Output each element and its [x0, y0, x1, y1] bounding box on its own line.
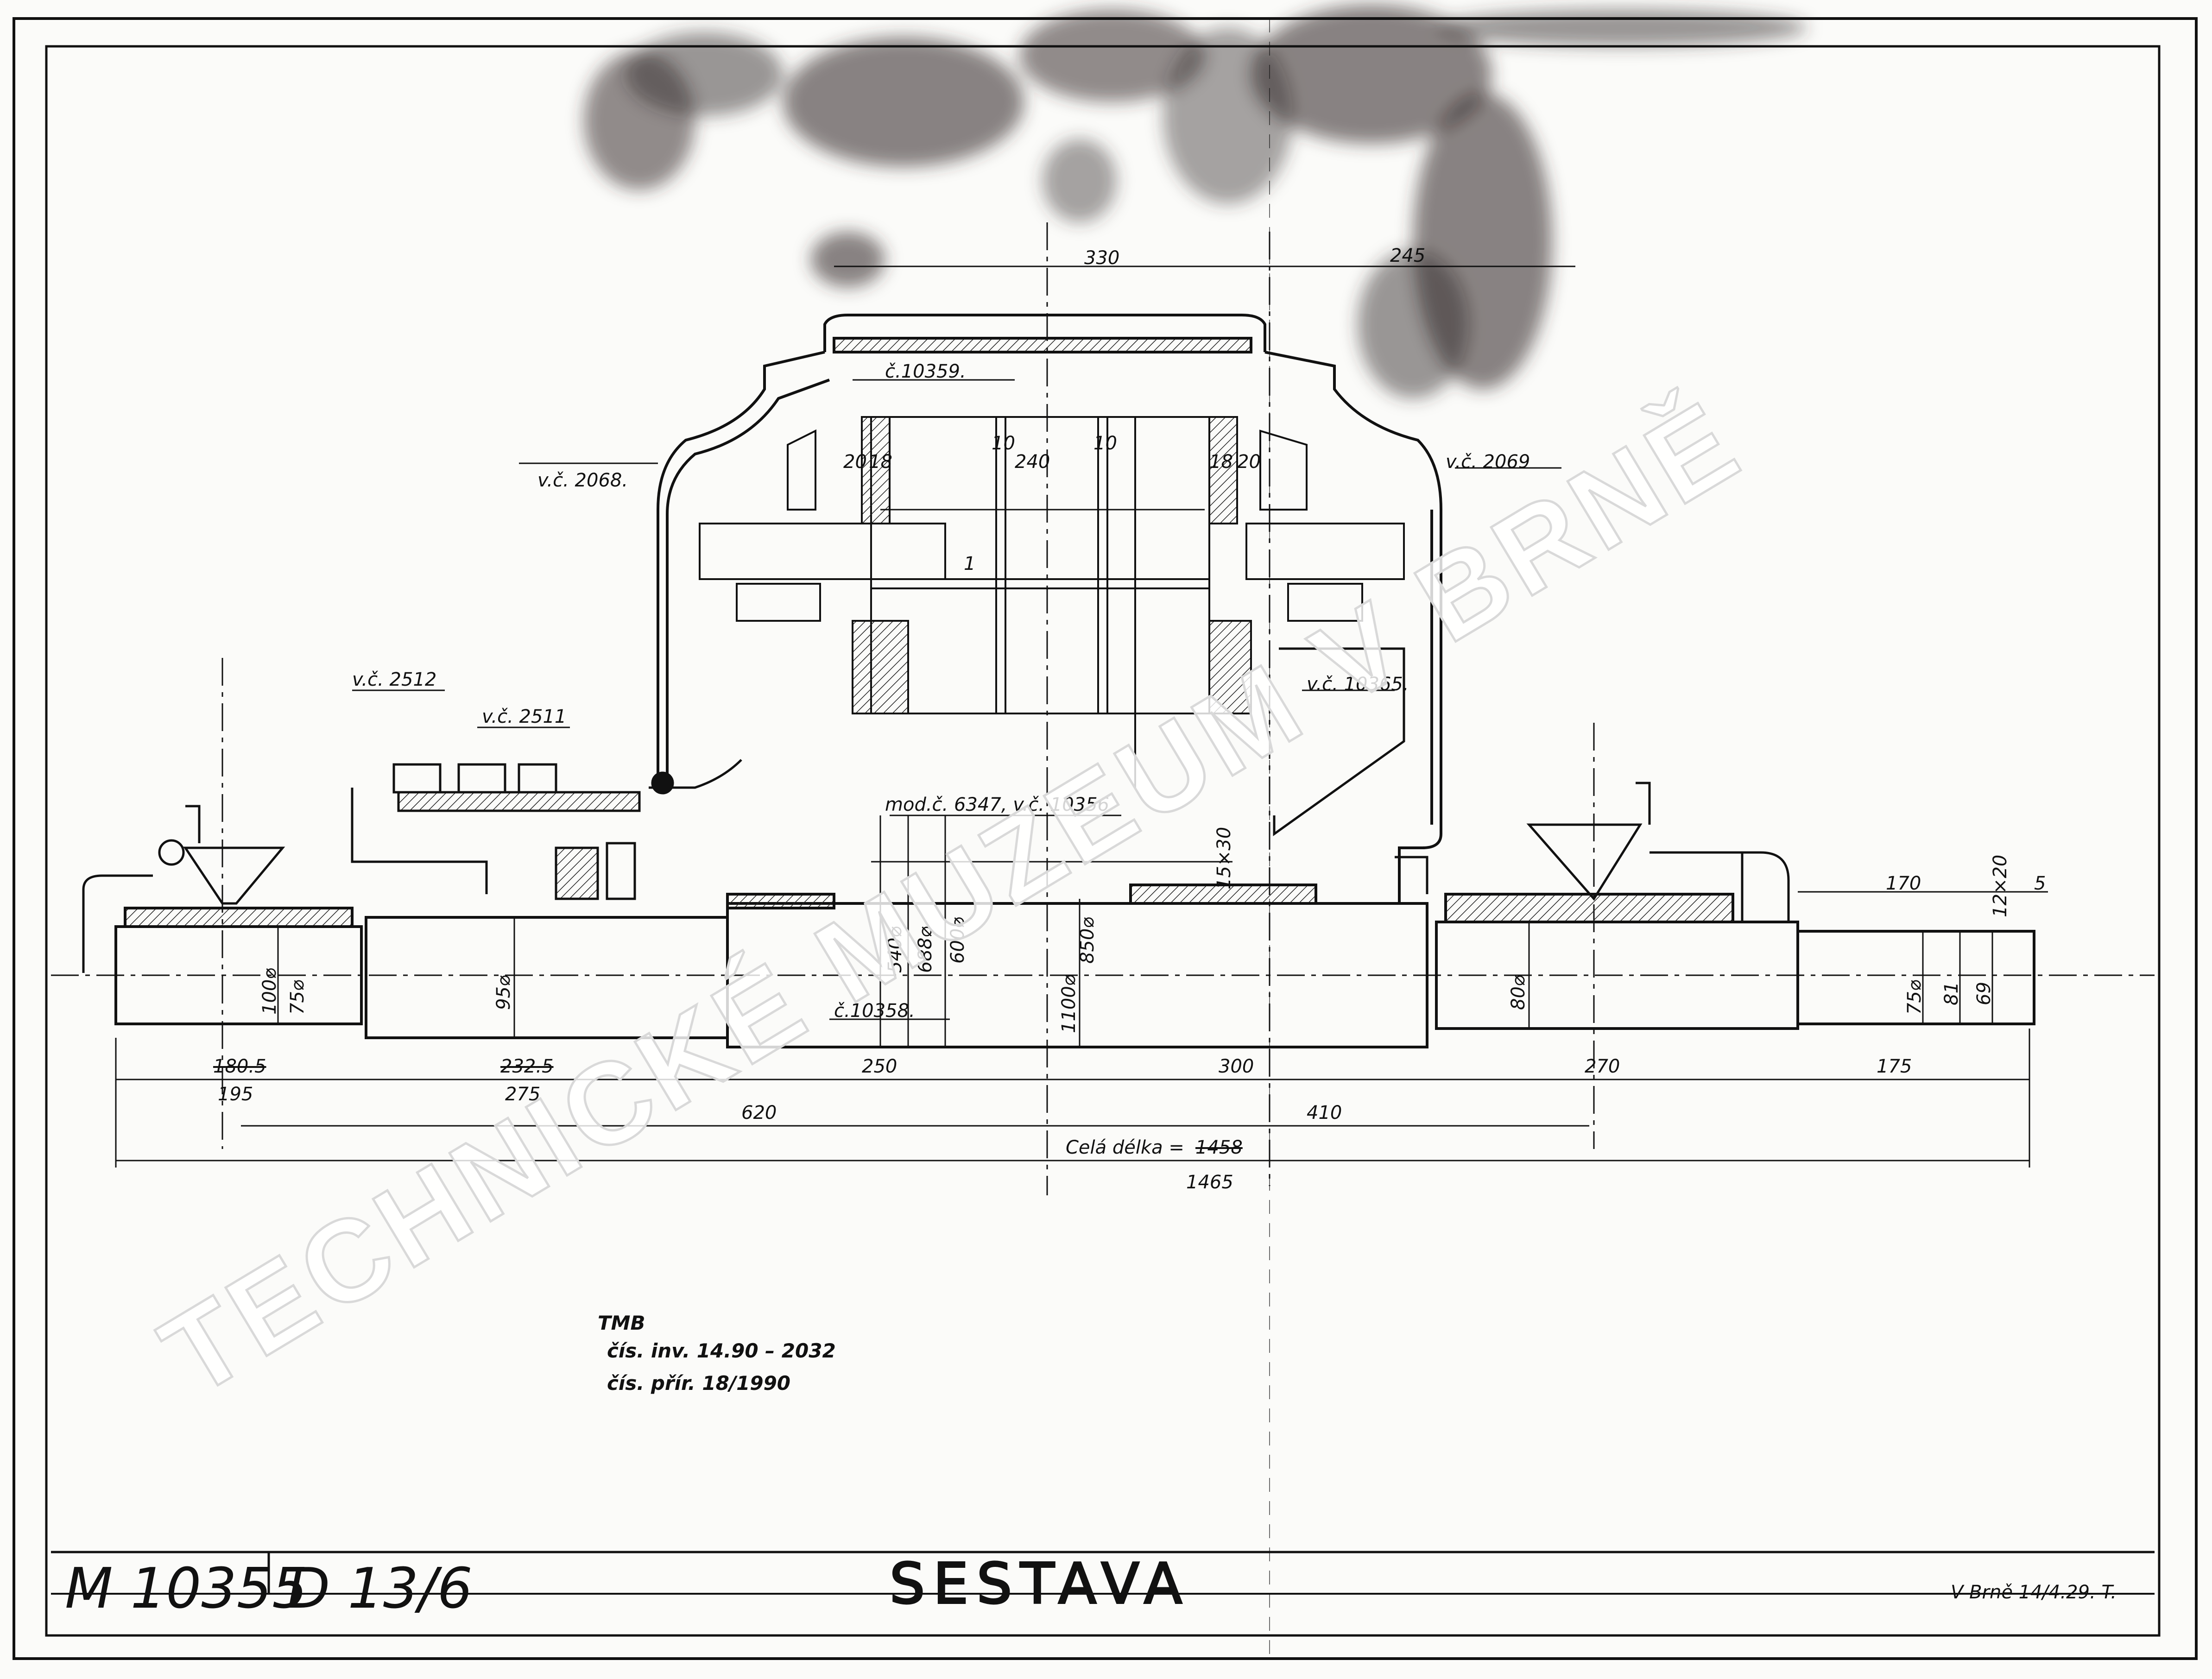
shaft: [114, 884, 2035, 1048]
dim-18a: 18: [869, 451, 892, 473]
dim-18b: 18: [1209, 451, 1233, 473]
total-length-new: 1465: [1186, 1172, 1233, 1193]
date-signature: V Brně 14/4.29. T.: [1951, 1582, 2117, 1603]
note-line-2: čís. inv. 14.90 – 2032: [607, 1339, 836, 1362]
note-line-3: čís. přír. 18/1990: [607, 1372, 790, 1395]
dim-540: 540⌀: [885, 927, 906, 973]
dim-5: 5: [2034, 873, 2046, 894]
dim-80: 80⌀: [1508, 975, 1529, 1010]
label-vc10365: v.č. 10365.: [1307, 674, 1409, 695]
dim-75: 75⌀: [287, 980, 308, 1015]
dim-12x20: 12×20: [1990, 855, 2011, 917]
label-vc2512: v.č. 2512: [352, 669, 436, 690]
dimension-texts: 330 245 18 18 20 20 10 10 240 1 540⌀ 688…: [213, 245, 2046, 1193]
dim-15x30: 15×30: [1213, 827, 1235, 890]
len-232-5: 232.5: [500, 1056, 554, 1077]
dim-100: 100⌀: [259, 968, 280, 1015]
inventory-note: TMB čís. inv. 14.90 – 2032 čís. přír. 18…: [598, 1312, 836, 1395]
stator-core: [699, 416, 1405, 788]
drawing-number: M 10355: [65, 1557, 307, 1621]
dim-top-330: 330: [1084, 247, 1119, 269]
label-vc2069: v.č. 2069: [1446, 451, 1530, 473]
dim-95: 95⌀: [493, 975, 514, 1010]
note-line-1: TMB: [598, 1312, 645, 1334]
label-c10359: č.10359.: [885, 361, 966, 382]
len-620: 620: [741, 1102, 777, 1124]
len-175: 175: [1877, 1056, 1912, 1077]
label-vc2511: v.č. 2511: [482, 706, 566, 727]
len-410: 410: [1307, 1102, 1342, 1124]
dim-1100: 1100⌀: [1058, 975, 1080, 1033]
drawing-title: SESTAVA: [890, 1552, 1190, 1616]
dim-600: 600⌀: [947, 917, 968, 964]
centre-lines: [51, 222, 2155, 1195]
len-275: 275: [505, 1084, 540, 1105]
dim-20b: 20: [1237, 451, 1261, 473]
len-300: 300: [1219, 1056, 1254, 1077]
len-250: 250: [862, 1056, 897, 1077]
dim-1: 1: [964, 553, 975, 574]
dim-69: 69: [1973, 982, 1995, 1005]
dim-240: 240: [1015, 451, 1050, 473]
label-mod6347: mod.č. 6347, v.č. 10356: [885, 794, 1109, 815]
label-c10358: č.10358.: [834, 1000, 915, 1022]
total-length-old: 1458: [1195, 1137, 1243, 1158]
label-vc2068: v.č. 2068.: [537, 470, 628, 491]
drawing-frame: [13, 17, 2198, 1660]
part-labels: č.10359. v.č. 2068. v.č. 2069 v.č. 2512 …: [352, 361, 1530, 1022]
len-270: 270: [1585, 1056, 1620, 1077]
dim-688: 688⌀: [915, 927, 936, 973]
len-195: 195: [218, 1084, 253, 1105]
dim-20a: 20: [843, 451, 867, 473]
left-bearing: [82, 759, 742, 973]
dim-top-245: 245: [1390, 245, 1425, 266]
right-bearing: [1273, 647, 1790, 922]
sheet-code: D 13/6: [287, 1557, 473, 1621]
dim-81: 81: [1941, 982, 1962, 1005]
dim-10b: 10: [1093, 433, 1117, 454]
dimension-lines: [115, 265, 2048, 1168]
total-length-label: Celá délka =: [1066, 1137, 1184, 1158]
title-block: M 10355 D 13/6 SESTAVA V Brně 14/4.29. T…: [65, 1551, 2117, 1621]
dim-10a: 10: [992, 433, 1015, 454]
len-180-5: 180.5: [213, 1056, 266, 1077]
dim-75-right: 75⌀: [1904, 980, 1925, 1015]
dim-170: 170: [1886, 873, 1921, 894]
dim-850: 850⌀: [1077, 917, 1098, 964]
